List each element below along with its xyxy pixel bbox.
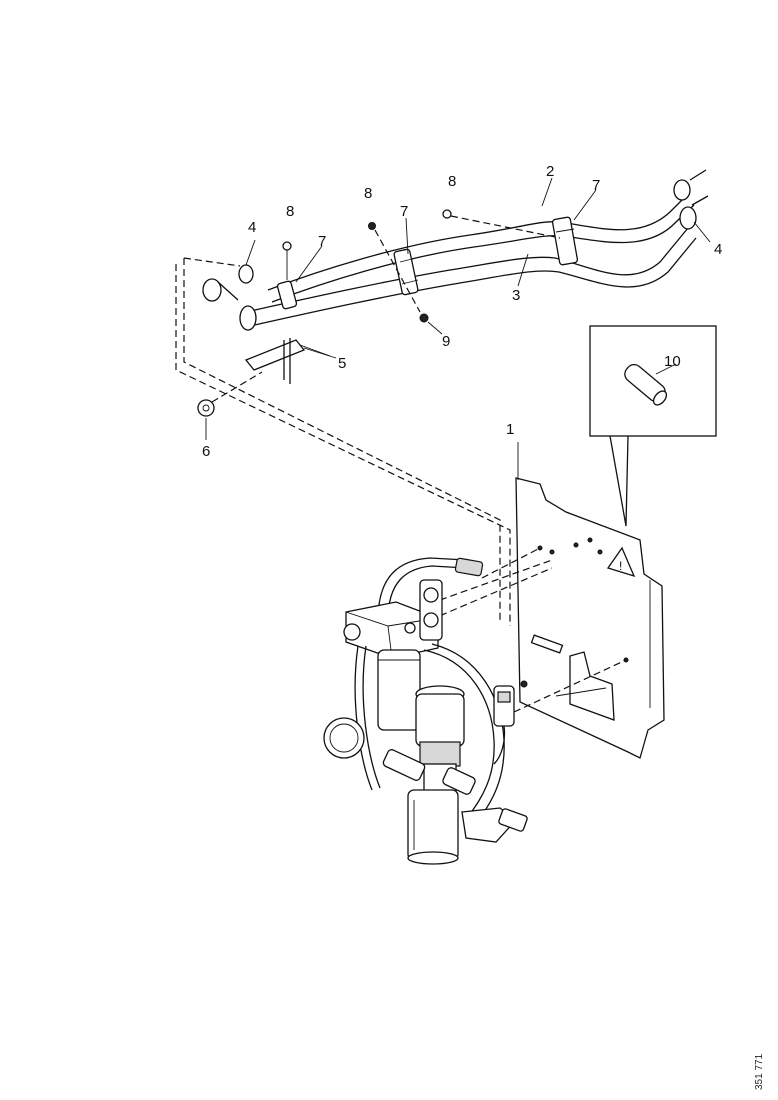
drawing-reference-number: 351 771 bbox=[754, 1053, 765, 1090]
detail-inset-box bbox=[589, 325, 717, 527]
hose-assembly-upper bbox=[267, 191, 695, 303]
callout-5: 5 bbox=[338, 355, 346, 372]
callout-8-right: 8 bbox=[448, 173, 456, 190]
hose-assembly-lower bbox=[245, 227, 697, 327]
assembly-dashed-outline bbox=[175, 257, 511, 626]
callout-3: 3 bbox=[512, 287, 520, 304]
pressure-gauge bbox=[323, 717, 365, 759]
callout-4-right: 4 bbox=[714, 241, 722, 258]
mounting-plate-1: ! bbox=[515, 477, 665, 759]
bolt-6 bbox=[197, 371, 263, 417]
screw-8-left bbox=[282, 241, 292, 280]
plate-screws bbox=[429, 547, 627, 713]
callout-7-middle: 7 bbox=[400, 203, 408, 220]
screw-8-right bbox=[442, 209, 561, 239]
callout-8-left: 8 bbox=[286, 203, 294, 220]
hose-clamp-7-left bbox=[276, 280, 298, 310]
callout-6: 6 bbox=[202, 443, 210, 460]
clip-4-left bbox=[238, 239, 256, 284]
quick-coupling bbox=[493, 685, 515, 765]
callout-10: 10 bbox=[664, 353, 681, 370]
svg-text:!: ! bbox=[619, 559, 622, 573]
callout-7-right: 7 bbox=[592, 177, 600, 194]
warning-triangle-icon: ! bbox=[606, 546, 636, 578]
callout-7-left: 7 bbox=[318, 233, 326, 250]
hydraulic-pump-unit bbox=[323, 557, 528, 865]
hose-sleeve-10 bbox=[624, 363, 668, 406]
hose-clamp-7-right bbox=[551, 216, 579, 266]
drawing-reference-text: 351 771 bbox=[754, 1053, 765, 1090]
callout-2: 2 bbox=[546, 163, 554, 180]
callout-labels: 1 2 3 4 4 5 6 7 7 7 8 8 8 9 10 bbox=[202, 163, 722, 460]
hose-end-fitting-right bbox=[673, 169, 709, 230]
screw-8-middle bbox=[368, 222, 421, 313]
callout-1: 1 bbox=[506, 421, 514, 438]
nut-9 bbox=[419, 313, 429, 323]
bracket-5 bbox=[244, 338, 331, 384]
filter-canister bbox=[407, 789, 459, 865]
callout-4-left: 4 bbox=[248, 219, 256, 236]
callout-8-middle: 8 bbox=[364, 185, 372, 202]
hose-end-fitting-left bbox=[202, 278, 257, 331]
hose-clamp-7-middle bbox=[393, 248, 419, 296]
leader-lines bbox=[205, 177, 711, 480]
callout-9: 9 bbox=[442, 333, 450, 350]
